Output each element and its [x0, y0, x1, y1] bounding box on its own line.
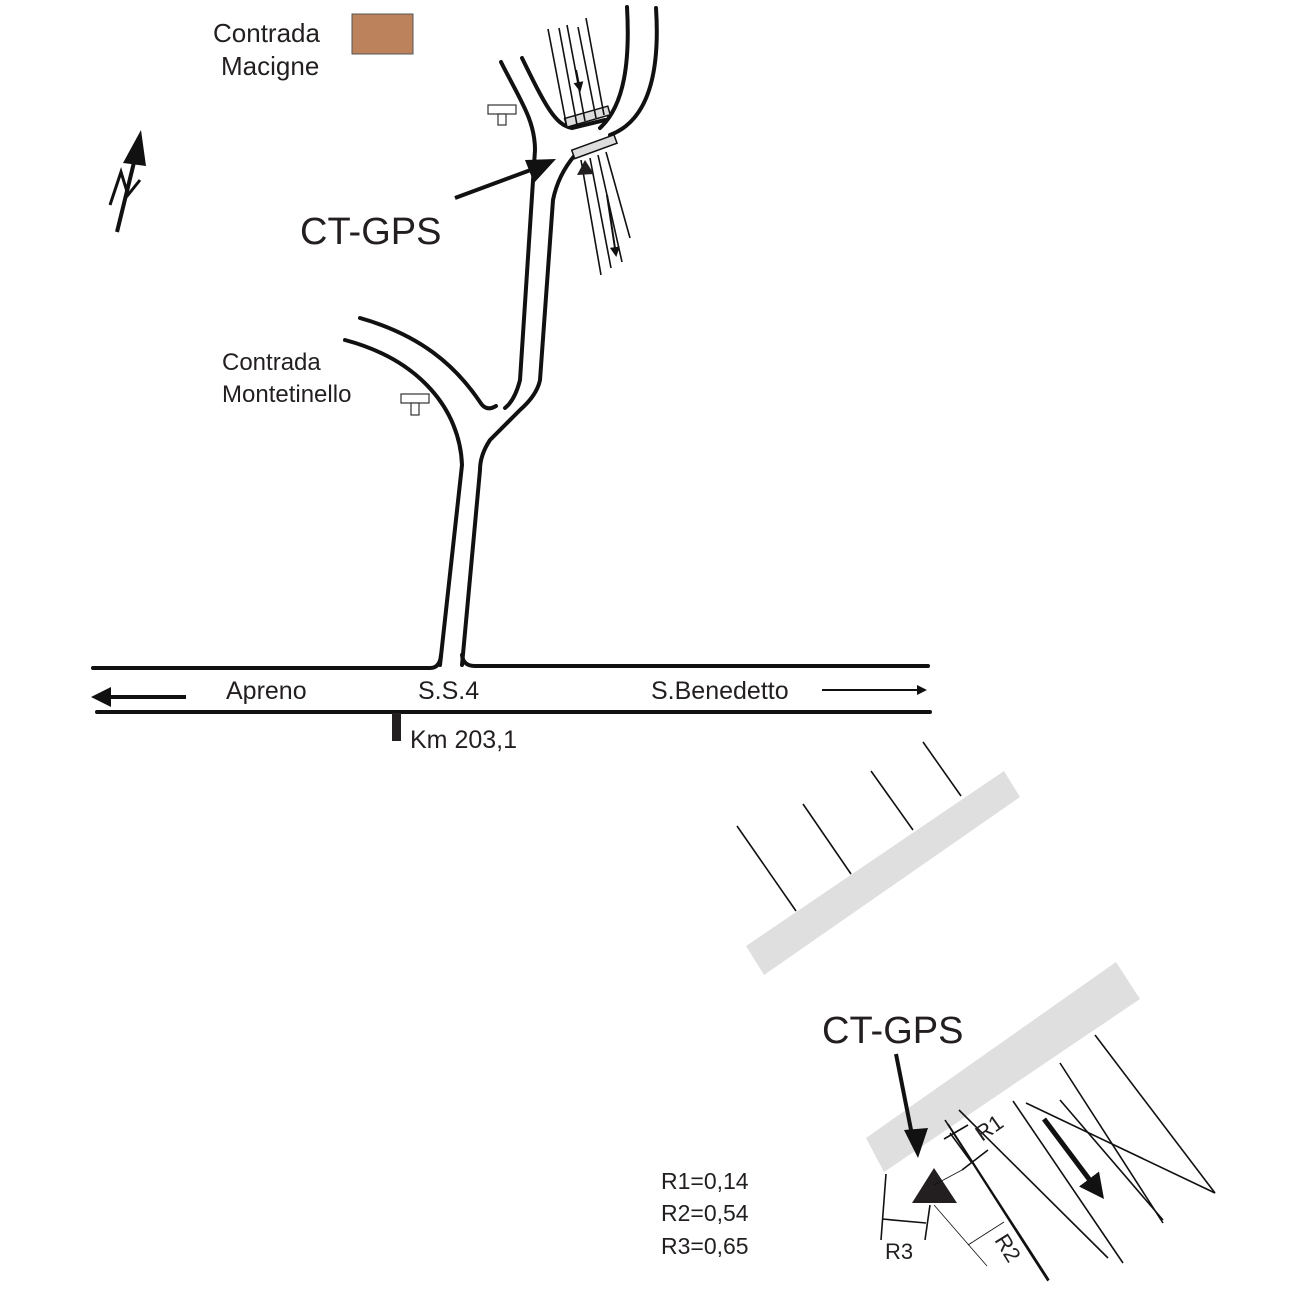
detail-station: R1 R2 R3 CT-GPS [822, 962, 1216, 1282]
upper-road-network [460, 5, 659, 667]
building-icon [487, 104, 517, 126]
flow-arrow-upper [573, 69, 584, 92]
station-marker [912, 1168, 957, 1203]
highway-ss4: Apreno S.S.4 S.Benedetto Km 203,1 [91, 653, 932, 754]
flow-arrow-lower [606, 194, 620, 257]
measurement-r1: R1=0,14 [661, 1168, 749, 1194]
river-lines-upper [547, 17, 631, 276]
detail-bridge-2 [866, 962, 1140, 1172]
detail-bridge-1 [736, 741, 1020, 975]
north-arrow-icon [108, 130, 146, 233]
station-label-top: CT-GPS [300, 211, 441, 253]
legend-macigne-swatch [351, 13, 414, 55]
legend-macigne: Contrada Macigne [213, 13, 414, 81]
measurements-list: R1=0,14 R2=0,54 R3=0,65 [661, 1168, 749, 1259]
locality-montetinello-line2: Montetinello [222, 381, 351, 408]
dimension-r3: R3 [880, 1173, 931, 1264]
station-marker-small [577, 160, 594, 175]
locality-montetinello: Contrada Montetinello [222, 349, 351, 408]
montetinello-road [343, 316, 498, 667]
locality-montetinello-line1: Contrada [222, 349, 321, 376]
legend-macigne-line1: Contrada [213, 18, 320, 48]
measurement-r3: R3=0,65 [661, 1233, 749, 1259]
dimension-r2: R2 [933, 1204, 1026, 1267]
east-destination: S.Benedetto [651, 677, 789, 705]
dim-label-r1: R1 [971, 1109, 1008, 1146]
milestone-label: Km 203,1 [410, 726, 517, 754]
legend-macigne-line2: Macigne [221, 51, 319, 81]
highway-name: S.S.4 [418, 677, 479, 705]
measurement-r2: R2=0,54 [661, 1200, 749, 1226]
building-icon [400, 393, 430, 416]
station-label-detail: CT-GPS [822, 1010, 963, 1052]
west-destination: Apreno [226, 677, 307, 705]
dim-label-r3: R3 [885, 1239, 913, 1264]
station-pointer-top [454, 166, 537, 200]
milestone-marker [392, 713, 401, 741]
bridge-lower [570, 133, 619, 160]
flow-arrow-detail [1042, 1117, 1104, 1199]
